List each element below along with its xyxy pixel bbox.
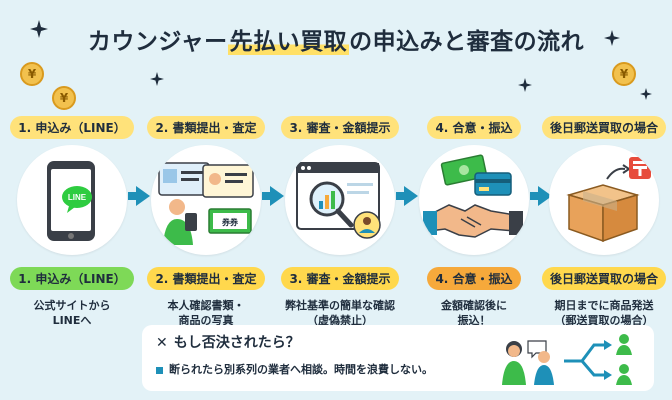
cross-icon: ✕ <box>156 335 168 351</box>
sparkle-icon <box>604 30 620 46</box>
documents-photo-icon: 券券 <box>158 162 254 245</box>
yen-coin-icon: ¥ <box>52 86 76 110</box>
voucher-text: 券券 <box>221 217 239 227</box>
step-top-label: 3. 審査・金額提示 <box>281 116 399 139</box>
step-illustration: LINE <box>17 145 127 255</box>
step-top-label: 4. 合意・振込 <box>427 116 521 139</box>
flow-arrow-icon <box>530 186 552 206</box>
step-5: 後日郵送買取の場合 後日郵送買取の場合 期日までに商品発送（郵送買取の場合） <box>540 116 668 328</box>
step-top-label: 1. 申込み（LINE） <box>10 116 134 139</box>
rejection-advice: 断られたら別系列の業者へ相談。時間を浪費しない。 <box>156 361 433 377</box>
flow-arrow-icon <box>396 186 418 206</box>
step-illustration <box>549 145 659 255</box>
step-description: 期日までに商品発送（郵送買取の場合） <box>554 299 654 327</box>
step-bottom-label: 2. 書類提出・査定 <box>147 267 265 290</box>
step-3: 3. 審査・金額提示 3. 審査・金額提示 弊社基準の簡単な確認（虚偽 <box>276 116 404 328</box>
step-description: 弊社基準の簡単な確認（虚偽禁止） <box>285 299 395 327</box>
page-title: カウンジャー先払い買取の申込みと審査の流れ <box>87 29 585 55</box>
sparkle-icon <box>518 78 532 92</box>
step-top-label: 後日郵送買取の場合 <box>541 116 666 139</box>
flow-arrow-icon <box>128 186 150 206</box>
step-2: 2. 書類提出・査定 券券 2. 書類提出・査定 本人確認書類・商品の写 <box>142 116 270 328</box>
step-description: 本人確認書類・商品の写真 <box>167 299 245 327</box>
consult-branch-icon <box>502 334 632 385</box>
sparkle-icon <box>640 88 652 100</box>
smartphone-line-icon: LINE <box>47 161 95 241</box>
rejection-panel: ✕もし否決されたら？ 断られたら別系列の業者へ相談。時間を浪費しない。 <box>142 325 654 391</box>
handshake-money-icon <box>423 154 523 238</box>
sparkle-icon <box>30 20 48 38</box>
line-logo-text: LINE <box>68 193 87 202</box>
step-illustration <box>285 145 395 255</box>
step-bottom-label: 1. 申込み（LINE） <box>10 267 134 290</box>
rejection-heading: ✕もし否決されたら？ <box>156 335 300 351</box>
yen-coin-icon: ¥ <box>20 62 44 86</box>
bullet-icon <box>156 366 163 374</box>
sparkle-icon <box>150 72 164 86</box>
step-top-label: 2. 書類提出・査定 <box>147 116 265 139</box>
step-bottom-label: 後日郵送買取の場合 <box>541 267 666 290</box>
step-bottom-label: 4. 合意・振込 <box>427 267 521 290</box>
step-bottom-label: 3. 審査・金額提示 <box>281 267 399 290</box>
flow-arrow-icon <box>262 186 284 206</box>
step-illustration <box>419 145 529 255</box>
step-illustration: 券券 <box>151 145 261 255</box>
step-4: 4. 合意・振込 4. 合意・振込 金額確認後に振込！ <box>410 116 538 328</box>
yen-coin-icon: ¥ <box>612 62 636 86</box>
step-description: 金額確認後に振込！ <box>441 299 507 327</box>
parcel-post-icon <box>566 157 651 243</box>
magnifier-review-icon <box>296 162 381 239</box>
